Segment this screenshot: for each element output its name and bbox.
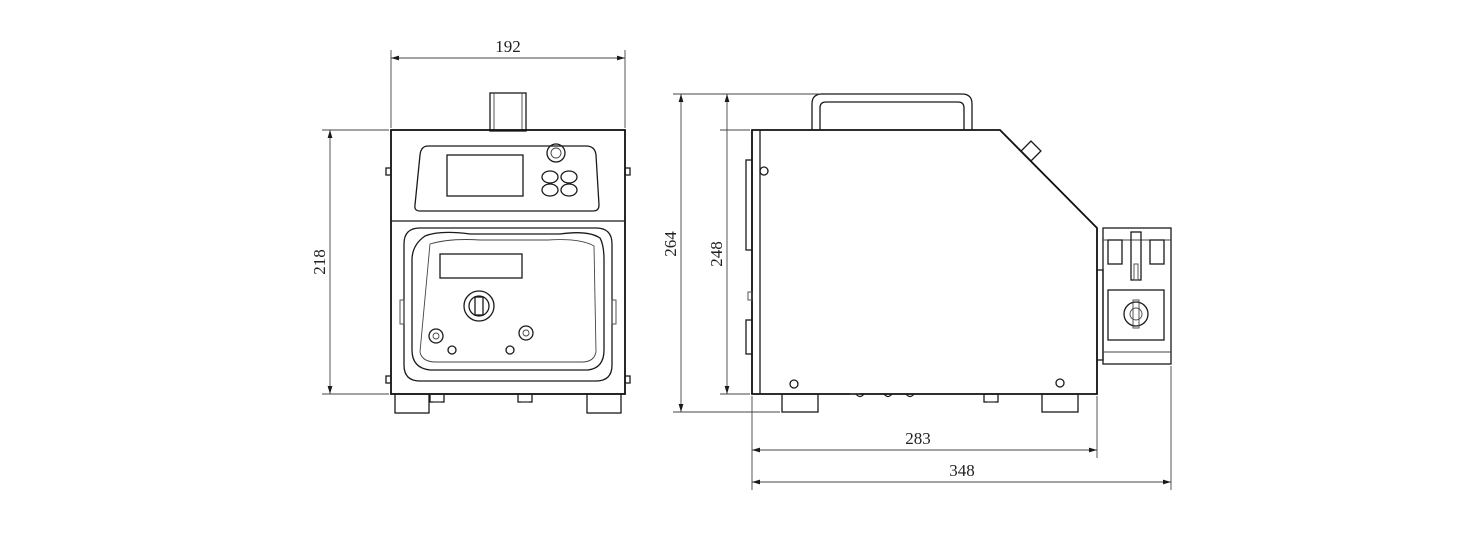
- dim-label-283: 283: [905, 429, 931, 448]
- side-handle: [811, 93, 973, 130]
- side-pump-head: [1096, 227, 1172, 365]
- dimension-side-total-height: 264: [661, 93, 820, 413]
- pump-screw-right: [518, 325, 534, 341]
- front-handle: [489, 92, 527, 132]
- side-view: 264 248 283 348: [661, 93, 1172, 490]
- side-feet: [781, 393, 1079, 413]
- front-feet: [394, 393, 622, 414]
- rotor-center: [463, 290, 495, 322]
- control-knob: [546, 143, 566, 163]
- pump-screw-left: [428, 328, 444, 344]
- front-view: 192 218: [310, 37, 631, 414]
- control-panel: [414, 143, 600, 212]
- dim-label-264: 264: [661, 231, 680, 257]
- dimension-side-body-length: 283: [751, 396, 1098, 490]
- lcd-screen: [446, 154, 524, 197]
- pump-label-window: [439, 253, 523, 279]
- dimension-front-width: 192: [390, 37, 626, 128]
- side-body: [751, 129, 1098, 395]
- dim-label-218: 218: [310, 249, 329, 275]
- pump-head: [399, 227, 617, 382]
- front-body: [390, 129, 626, 395]
- dim-label-348: 348: [949, 461, 975, 480]
- dimension-front-height: 218: [310, 129, 389, 395]
- dim-label-248: 248: [707, 241, 726, 267]
- dim-label-192: 192: [495, 37, 521, 56]
- panel-buttons: [541, 170, 578, 197]
- dimension-side-total-length: 348: [752, 366, 1172, 490]
- dimension-side-body-height: 248: [707, 94, 750, 395]
